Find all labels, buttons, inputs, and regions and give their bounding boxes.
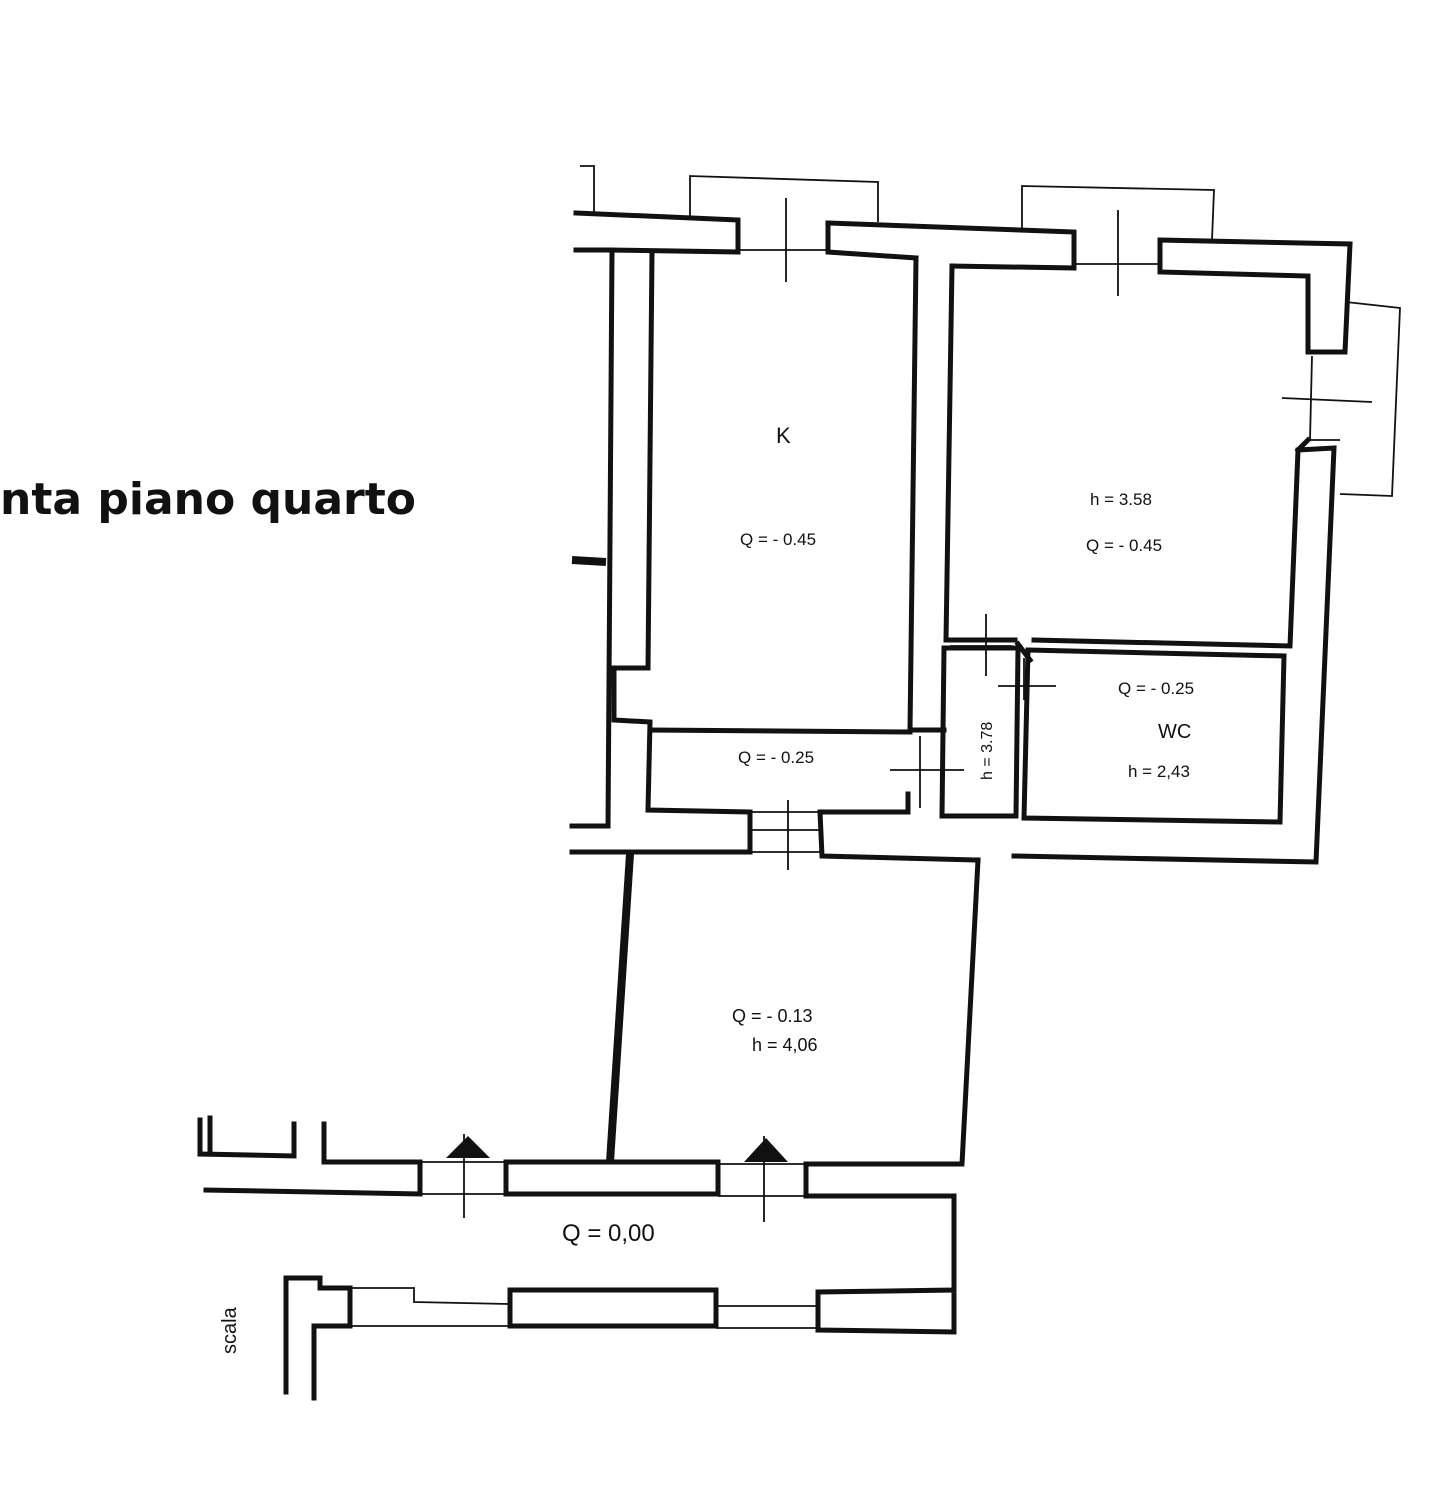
balconies <box>580 165 1401 497</box>
closet-height: h = 3.78 <box>979 722 996 780</box>
wc-level: Q = - 0.25 <box>1118 679 1194 698</box>
lower-room-level: Q = - 0.13 <box>732 1006 813 1026</box>
entry-arrow-left-icon <box>446 1136 490 1158</box>
lower-room-walls <box>197 853 981 1335</box>
openings <box>740 198 1373 870</box>
landing-walls <box>283 1275 816 1401</box>
kitchen-name: K <box>776 423 791 448</box>
room-height: h = 3.58 <box>1090 490 1152 509</box>
upper-block-walls <box>569 210 1353 865</box>
lower-room-height: h = 4,06 <box>752 1035 818 1055</box>
wc-height: h = 2,43 <box>1128 762 1190 781</box>
landing-level: Q = 0,00 <box>562 1220 655 1247</box>
plan-title: nta piano quarto <box>0 474 416 525</box>
entry-arrows <box>420 1134 806 1222</box>
kitchen-level: Q = - 0.45 <box>740 530 816 549</box>
stair-label: scala <box>219 1306 241 1354</box>
wc-name: WC <box>1158 721 1191 743</box>
room-level: Q = - 0.45 <box>1086 536 1162 555</box>
entry-arrow-right-icon <box>744 1138 788 1162</box>
corridor-level: Q = - 0.25 <box>738 748 814 767</box>
